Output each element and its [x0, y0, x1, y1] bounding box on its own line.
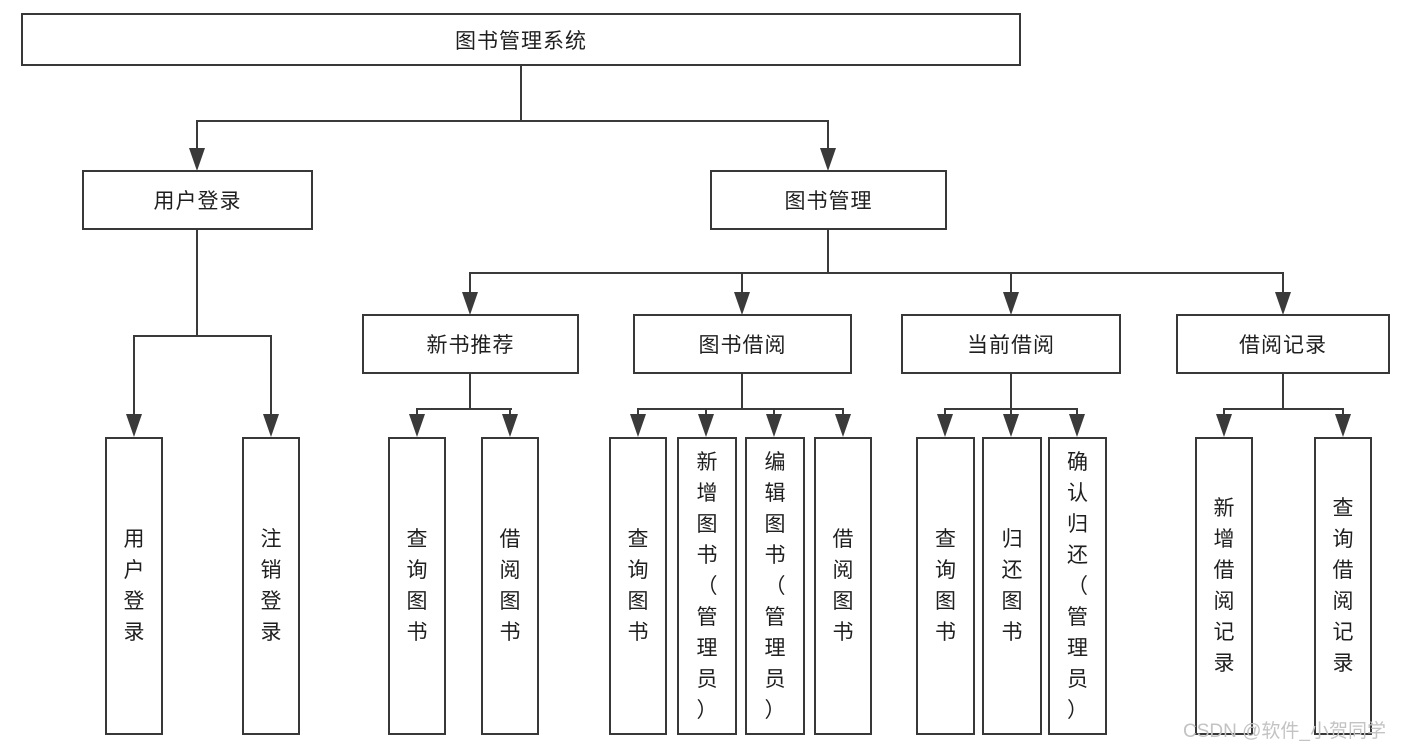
arrowhead-down [937, 414, 953, 437]
connector-line [637, 408, 844, 410]
arrowhead-down [1335, 414, 1351, 437]
connector-line [509, 408, 511, 416]
connector-line [1223, 408, 1344, 410]
leaf-label: 查询借阅记录 [1332, 497, 1354, 675]
connector-line [1223, 408, 1225, 416]
arrowhead-down [502, 414, 518, 437]
leaf-return-books: 归还图书 [982, 437, 1042, 735]
arrowhead-down [835, 414, 851, 437]
leaf-label: 借阅图书 [499, 528, 521, 644]
arrowhead-down [820, 148, 836, 171]
node-label: 新书推荐 [426, 334, 515, 357]
node-current-borrowing: 当前借阅 [901, 314, 1121, 374]
leaf-label: 确认归还（管理员） [1067, 450, 1088, 722]
leaf-label: 新增图书（管理员） [696, 450, 718, 722]
connector-line [741, 374, 743, 408]
node-user-login: 用户登录 [82, 170, 313, 230]
connector-line [705, 408, 707, 416]
connector-line [1010, 272, 1012, 294]
node-label: 借阅记录 [1239, 334, 1327, 357]
leaf-label: 新增借阅记录 [1213, 497, 1235, 675]
connector-line [133, 335, 272, 337]
arrowhead-down [189, 148, 205, 171]
node-new-book-recommendation: 新书推荐 [362, 314, 579, 374]
connector-line [1010, 408, 1012, 416]
connector-line [1076, 408, 1078, 416]
connector-line [773, 408, 775, 416]
connector-line [469, 272, 1284, 274]
node-library-management-system: 图书管理系统 [21, 13, 1021, 66]
connector-line [469, 272, 471, 294]
arrowhead-down [766, 414, 782, 437]
connector-line [520, 66, 522, 120]
connector-line [1282, 272, 1284, 294]
node-label: 图书管理系统 [455, 29, 587, 53]
leaf-label: 归还图书 [1001, 528, 1023, 644]
leaf-user-login: 用户登录 [105, 437, 163, 735]
leaf-label: 查询图书 [935, 528, 956, 644]
connector-line [1282, 374, 1284, 408]
connector-line [741, 272, 743, 294]
connector-line [416, 408, 512, 410]
arrowhead-down [698, 414, 714, 437]
leaf-borrow-books-recommend: 借阅图书 [481, 437, 539, 735]
node-label: 图书借阅 [698, 334, 787, 357]
arrowhead-down [126, 414, 142, 437]
arrowhead-down [1003, 414, 1019, 437]
watermark: CSDN @软件_小贺同学 [1183, 721, 1386, 742]
connector-line [827, 230, 829, 272]
leaf-query-borrow-record: 查询借阅记录 [1314, 437, 1372, 735]
arrowhead-down [1003, 292, 1019, 315]
leaf-borrow-books: 借阅图书 [814, 437, 872, 735]
node-label: 当前借阅 [967, 334, 1055, 357]
node-borrowing-records: 借阅记录 [1176, 314, 1390, 374]
leaf-label: 借阅图书 [832, 528, 854, 644]
node-label: 图书管理 [784, 190, 873, 213]
connector-line [469, 374, 471, 408]
leaf-add-borrow-record: 新增借阅记录 [1195, 437, 1253, 735]
node-book-management: 图书管理 [710, 170, 947, 230]
connector-line [1010, 374, 1012, 408]
arrowhead-down [630, 414, 646, 437]
arrowhead-down [1069, 414, 1085, 437]
arrowhead-down [1275, 292, 1291, 315]
connector-line [842, 408, 844, 416]
node-book-borrowing: 图书借阅 [633, 314, 852, 374]
connector-line [637, 408, 639, 416]
arrowhead-down [263, 414, 279, 437]
leaf-logout: 注销登录 [242, 437, 300, 735]
leaf-query-books-borrowing: 查询图书 [609, 437, 667, 735]
arrowhead-down [409, 414, 425, 437]
connector-line [944, 408, 946, 416]
leaf-label: 查询图书 [406, 528, 428, 644]
leaf-label: 查询图书 [627, 528, 649, 644]
leaf-add-books-admin: 新增图书（管理员） [677, 437, 737, 735]
connector-line [196, 230, 198, 335]
connector-line [196, 120, 198, 150]
arrowhead-down [1216, 414, 1232, 437]
connector-line [827, 120, 829, 150]
connector-line [196, 120, 829, 122]
arrowhead-down [734, 292, 750, 315]
leaf-edit-books-admin: 编辑图书（管理员） [745, 437, 805, 735]
leaf-label: 用户登录 [123, 528, 145, 644]
leaf-confirm-return-admin: 确认归还（管理员） [1048, 437, 1107, 735]
arrowhead-down [462, 292, 478, 315]
connector-line [1342, 408, 1344, 416]
node-label: 用户登录 [153, 190, 242, 213]
leaf-query-books-recommend: 查询图书 [388, 437, 446, 735]
connector-line [133, 335, 135, 415]
leaf-query-books-current: 查询图书 [916, 437, 975, 735]
leaf-label: 注销登录 [260, 528, 282, 644]
connector-line [270, 335, 272, 415]
connector-line [416, 408, 418, 416]
leaf-label: 编辑图书（管理员） [764, 450, 786, 722]
